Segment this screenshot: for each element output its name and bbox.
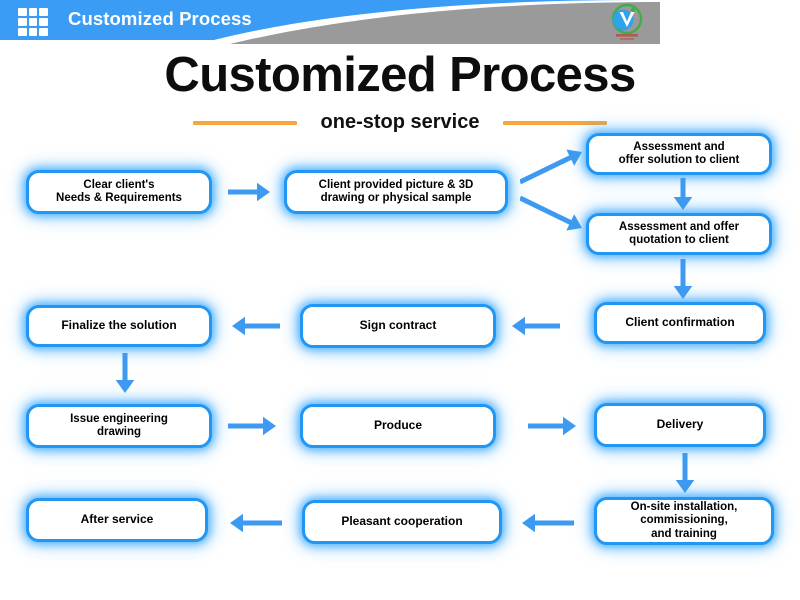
- flow-node-label: Produce: [373, 418, 422, 433]
- flow-node-sign-contract[interactable]: Sign contract: [300, 304, 496, 348]
- flow-node-label: After service: [80, 512, 154, 527]
- arrow-onsite-to-cooperation-icon: [522, 510, 574, 541]
- flow-node-label: Delivery: [656, 417, 704, 432]
- flow-node-finalize-solution[interactable]: Finalize the solution: [26, 305, 212, 347]
- flow-node-client-confirmation[interactable]: Client confirmation: [594, 302, 766, 344]
- company-logo-icon: [611, 3, 643, 40]
- grid-cell: [18, 18, 27, 26]
- arrow-solution-to-quotation-icon: [670, 178, 696, 215]
- flow-node-label: On-site installation,commissioning,and t…: [630, 501, 738, 540]
- arrow-confirm-to-contract-icon: [512, 313, 560, 344]
- page-title: Customized Process: [164, 48, 636, 102]
- arrow-produce-to-delivery-icon: [528, 413, 576, 444]
- arrow-finalize-to-drawing-icon: [112, 353, 138, 398]
- flow-node-label: Sign contract: [359, 318, 437, 333]
- grid-cell: [28, 28, 38, 36]
- flow-node-label: Client confirmation: [625, 315, 735, 330]
- flow-node-pleasant-cooperation[interactable]: Pleasant cooperation: [302, 500, 502, 544]
- grid-menu-icon[interactable]: [18, 8, 48, 36]
- arrow-delivery-to-onsite-icon: [672, 453, 698, 498]
- flow-node-onsite-installation[interactable]: On-site installation,commissioning,and t…: [594, 497, 774, 545]
- arrow-picture-to-solution-icon: [518, 146, 582, 193]
- page-subtitle: one-stop service: [320, 111, 480, 133]
- grid-cell: [39, 28, 48, 36]
- subtitle-row: one-stop service: [0, 111, 800, 134]
- arrow-drawing-to-produce-icon: [228, 413, 276, 444]
- arrow-contract-to-finalize-icon: [232, 313, 280, 344]
- grid-cell: [18, 8, 27, 16]
- arrow-quotation-to-confirm-icon: [670, 259, 696, 304]
- arrow-picture-to-quotation-icon: [518, 192, 582, 239]
- grid-cell: [39, 8, 48, 16]
- flow-node-label: Finalize the solution: [61, 318, 177, 333]
- grid-cell: [28, 8, 38, 16]
- arrow-cooperation-to-after-icon: [230, 510, 282, 541]
- grid-cell: [28, 18, 38, 26]
- flow-node-produce[interactable]: Produce: [300, 404, 496, 448]
- flow-node-after-service[interactable]: After service: [26, 498, 208, 542]
- rule-left: [192, 120, 297, 125]
- grid-cell: [18, 28, 27, 36]
- rule-right: [503, 120, 608, 125]
- flow-node-delivery[interactable]: Delivery: [594, 403, 766, 447]
- arrow-needs-to-picture-icon: [228, 179, 270, 210]
- grid-cell: [39, 18, 48, 26]
- header-bar: Customized Process: [0, 0, 660, 44]
- header-background: [0, 0, 660, 44]
- flow-node-label: Pleasant cooperation: [341, 514, 463, 529]
- header-title: Customized Process: [68, 8, 252, 29]
